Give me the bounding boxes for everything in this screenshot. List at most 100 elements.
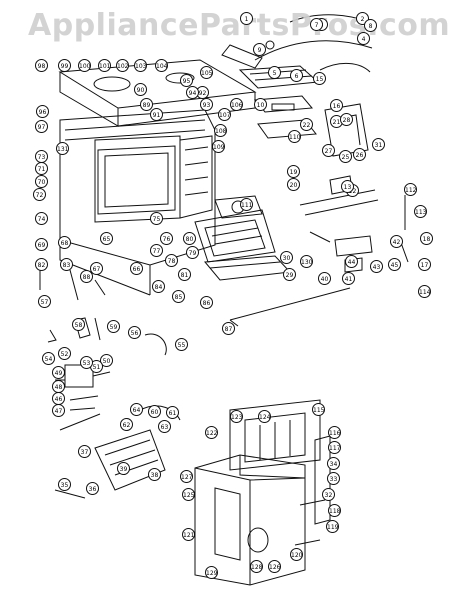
- callout-99: 99: [58, 59, 71, 72]
- callout-44: 44: [345, 255, 358, 268]
- callout-95: 95: [180, 74, 193, 87]
- callout-22: 22: [300, 118, 313, 131]
- callout-19: 19: [287, 165, 300, 178]
- callout-63: 63: [158, 420, 171, 433]
- callout-59: 59: [107, 320, 120, 333]
- callout-75: 75: [150, 212, 163, 225]
- callout-113: 113: [414, 205, 427, 218]
- callout-120: 120: [290, 548, 303, 561]
- callout-105: 105: [200, 66, 213, 79]
- watermark-logo: AppliancePartsPros.com: [28, 8, 450, 43]
- callout-127: 127: [180, 470, 193, 483]
- long-rod: [229, 287, 351, 327]
- callout-32: 32: [322, 488, 335, 501]
- callout-83: 83: [60, 258, 73, 271]
- callout-129: 129: [205, 566, 218, 579]
- callout-9: 9: [253, 43, 266, 56]
- broiler-drawer: [194, 209, 276, 263]
- callout-118: 118: [328, 504, 341, 517]
- callout-89: 89: [140, 98, 153, 111]
- callout-73: 73: [35, 150, 48, 163]
- callout-41: 41: [342, 272, 355, 285]
- callout-77: 77: [150, 244, 163, 257]
- callout-101: 101: [98, 59, 111, 72]
- callout-26: 26: [353, 148, 366, 161]
- callout-37: 37: [78, 445, 91, 458]
- callout-123: 123: [230, 410, 243, 423]
- callout-102: 102: [116, 59, 129, 72]
- callout-86: 86: [200, 296, 213, 309]
- callout-72: 72: [33, 188, 46, 201]
- callout-35: 35: [58, 478, 71, 491]
- callout-78: 78: [165, 254, 178, 267]
- callout-53: 53: [80, 356, 93, 369]
- callout-76: 76: [160, 232, 173, 245]
- callout-81: 81: [178, 268, 191, 281]
- oven-door: [97, 145, 176, 215]
- callout-62: 62: [120, 418, 133, 431]
- callout-45: 45: [388, 258, 401, 271]
- callout-107: 107: [218, 108, 231, 121]
- callout-69: 69: [35, 238, 48, 251]
- callout-6: 6: [290, 69, 303, 82]
- valve-regulator: [309, 231, 373, 273]
- callout-131: 131: [56, 142, 69, 155]
- callout-90: 90: [134, 83, 147, 96]
- callout-43: 43: [370, 260, 383, 273]
- callout-96: 96: [36, 105, 49, 118]
- callout-20: 20: [287, 178, 300, 191]
- callout-10: 10: [254, 98, 267, 111]
- callout-126: 126: [268, 560, 281, 573]
- callout-17: 17: [418, 258, 431, 271]
- broiler-pan: [204, 255, 292, 281]
- callout-47: 47: [52, 404, 65, 417]
- callout-67: 67: [90, 262, 103, 275]
- callout-98: 98: [35, 59, 48, 72]
- callout-91: 91: [150, 108, 163, 121]
- callout-112: 112: [404, 183, 417, 196]
- callout-58: 58: [72, 318, 85, 331]
- callout-34: 34: [327, 457, 340, 470]
- callout-8: 8: [364, 19, 377, 32]
- callout-4: 4: [357, 32, 370, 45]
- oven-burner-assembly: [54, 405, 181, 499]
- callout-66: 66: [130, 262, 143, 275]
- callout-5: 5: [268, 66, 281, 79]
- callout-16: 16: [330, 99, 343, 112]
- callout-39: 39: [117, 462, 130, 475]
- callout-71: 71: [35, 162, 48, 175]
- callout-109: 109: [212, 140, 225, 153]
- small-parts-left: [39, 268, 167, 356]
- callout-87: 87: [222, 322, 235, 335]
- callout-30: 30: [280, 251, 293, 264]
- callout-55: 55: [175, 338, 188, 351]
- callout-49: 49: [52, 366, 65, 379]
- callout-100: 100: [78, 59, 91, 72]
- callout-42: 42: [390, 235, 403, 248]
- callout-104: 104: [155, 59, 168, 72]
- callout-33: 33: [327, 472, 340, 485]
- callout-65: 65: [100, 232, 113, 245]
- callout-122: 122: [205, 426, 218, 439]
- back-panel: [229, 399, 321, 471]
- callout-52: 52: [58, 347, 71, 360]
- callout-94: 94: [186, 86, 199, 99]
- callout-108: 108: [214, 124, 227, 137]
- callout-68: 68: [58, 236, 71, 249]
- callout-130: 130: [300, 255, 313, 268]
- callout-28: 28: [340, 113, 353, 126]
- callout-115: 115: [312, 403, 325, 416]
- callout-103: 103: [134, 59, 147, 72]
- callout-114: 114: [418, 285, 431, 298]
- callout-57: 57: [38, 295, 51, 308]
- callout-116: 116: [328, 426, 341, 439]
- callout-111: 111: [240, 198, 253, 211]
- callout-25: 25: [339, 150, 352, 163]
- callout-13: 13: [341, 180, 354, 193]
- callout-74: 74: [35, 212, 48, 225]
- callout-84: 84: [152, 280, 165, 293]
- callout-79: 79: [186, 246, 199, 259]
- callout-97: 97: [35, 120, 48, 133]
- callout-54: 54: [42, 352, 55, 365]
